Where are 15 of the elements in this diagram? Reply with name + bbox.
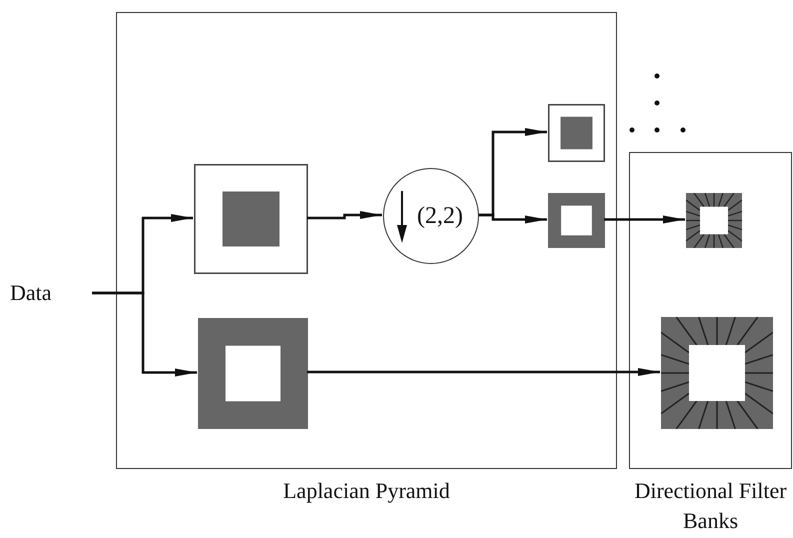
arrow [92,292,197,376]
input-label: Data [10,280,92,306]
bandpass-image-tile [548,193,605,248]
directional-subband-tile [686,193,742,248]
arrow [307,211,382,220]
arrow [307,368,660,376]
stage-title: Laplacian Pyramid [282,477,451,505]
stage-title: Directional Filter Banks [633,477,788,535]
filtered-image-tile [194,164,308,274]
bandpass-image-tile [198,318,308,429]
downsample-factor: (2,2) [417,202,463,230]
directional-subband-tile [661,317,773,429]
filtered-image-tile [548,104,605,162]
arrow [478,214,547,224]
arrow [604,216,685,224]
